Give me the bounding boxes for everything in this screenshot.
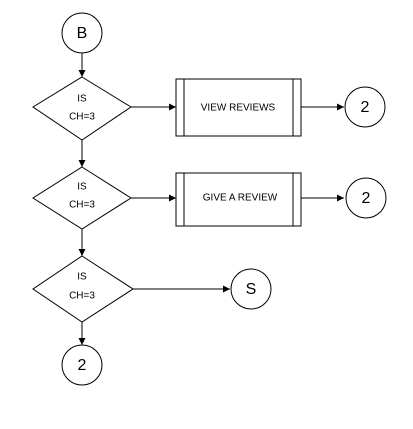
- start-node: B: [61, 12, 103, 54]
- decision-node-2-line1: IS: [77, 182, 87, 193]
- process-give-review-label: GIVE A REVIEW: [203, 193, 278, 204]
- connector-node-2-circle: [345, 177, 387, 219]
- decision-node-3-diamond: [32, 255, 134, 323]
- decision-node-2: IS CH=3: [32, 166, 132, 230]
- connectors: [78, 52, 344, 345]
- decision-node-2-line2: CH=3: [69, 200, 95, 211]
- connector-node-3-circle: [61, 344, 103, 386]
- stop-node: S: [230, 268, 272, 310]
- decision-node-3: IS CH=3: [32, 255, 134, 323]
- decision-node-1-line2: CH=3: [69, 112, 95, 123]
- decision-node-1-line1: IS: [77, 94, 87, 105]
- decision-node-3-line2: CH=3: [69, 291, 95, 302]
- connector-node-2: 2: [345, 177, 387, 219]
- connector-node-1-label: 2: [361, 99, 370, 116]
- decision-node-1: IS CH=3: [32, 76, 132, 141]
- process-view-reviews-label: VIEW REVIEWS: [201, 103, 276, 114]
- connector-node-3-label: 2: [78, 357, 87, 374]
- connector-node-1: 2: [344, 86, 386, 128]
- process-view-reviews: VIEW REVIEWS: [175, 78, 302, 137]
- connector-node-3: 2: [61, 344, 103, 386]
- stop-node-circle: [230, 268, 272, 310]
- start-node-label: B: [77, 25, 88, 42]
- process-view-reviews-box: [175, 78, 302, 137]
- process-give-review-box: [175, 172, 302, 227]
- connector-node-2-label: 2: [362, 190, 371, 207]
- decision-node-2-diamond: [32, 166, 132, 230]
- decision-node-1-diamond: [32, 76, 132, 141]
- connector-node-1-circle: [344, 86, 386, 128]
- start-node-circle: [61, 12, 103, 54]
- stop-node-label: S: [246, 281, 257, 298]
- process-give-review: GIVE A REVIEW: [175, 172, 302, 227]
- decision-node-3-line1: IS: [77, 272, 87, 283]
